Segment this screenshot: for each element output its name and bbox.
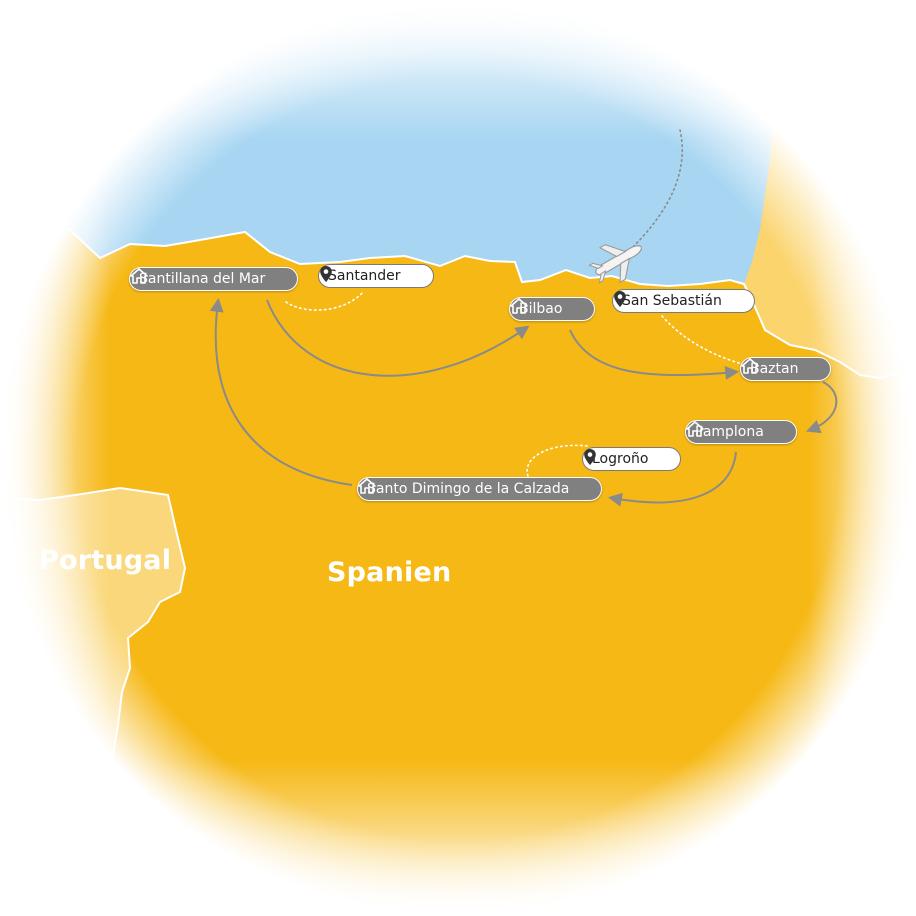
poi-san-sebastian[interactable]: San Sebastián [612,289,755,313]
stop-label: Pamplona [695,424,764,440]
map-pin-icon [320,266,425,285]
stop-label: Santillana del Mar [139,271,266,287]
poi-label: San Sebastián [622,293,722,309]
airplane-icon [588,244,643,284]
house-icon [358,478,593,498]
country-label-spain: Spanien [327,557,452,588]
route-arrow-santo-domingo-santillana [209,297,353,486]
poi-label: Santander [328,268,401,284]
stop-label: Baztan [750,361,799,377]
country-label-portugal: Portugal [39,545,172,576]
poi-logrono[interactable]: Logroño [582,447,682,471]
poi-label: Logroño [592,451,649,467]
stop-label: Bilbao [519,301,563,317]
route-arrow-pamplona-santo-domingo [607,451,737,507]
poi-santander[interactable]: Santander [318,264,434,288]
house-icon [741,358,822,378]
house-icon [686,421,788,441]
stop-pamplona[interactable]: Pamplona [685,420,797,444]
house-icon [130,268,289,288]
stop-label: Santo Dimingo de la Calzada [367,481,570,497]
house-icon [510,298,586,318]
map-pin-icon [614,291,746,310]
stop-bilbao[interactable]: Bilbao [509,297,596,321]
map-pin-icon [584,449,672,468]
route-arrow-santillana-bilbao [266,299,530,377]
excursion-line-logrono [526,444,589,477]
excursion-line-san-sebastian [661,315,743,365]
stop-baztan[interactable]: Baztan [740,357,832,381]
flight-path [631,129,684,249]
excursion-line-santander [285,290,365,311]
route-arrow-baztan-pamplona [806,381,838,434]
route-arrow-bilbao-baztan [569,329,740,380]
stop-santo-domingo-de-la-calzada[interactable]: Santo Dimingo de la Calzada [357,477,603,501]
stop-santillana-del-mar[interactable]: Santillana del Mar [129,267,299,291]
